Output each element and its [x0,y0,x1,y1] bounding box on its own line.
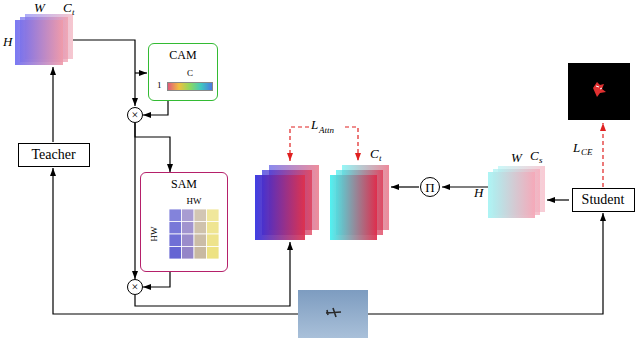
grid-cell [194,234,207,247]
attention-feature-map [255,165,319,240]
model-box: Teacher [18,143,90,167]
math-label: L [311,118,318,132]
mask-highlight [596,86,602,89]
mask-image [568,63,630,120]
loss-markers [290,123,603,187]
feature-layer [330,175,377,240]
teacher-feature-map [15,14,73,65]
subscript-label: t [72,8,75,18]
feature-layer [15,20,63,65]
math-label: L [573,141,580,155]
grid-cell [169,222,182,235]
connector [143,101,168,115]
grid-cell [194,209,207,222]
wire [53,168,298,314]
module-name: CAM [169,49,196,62]
grid-cell [169,234,182,247]
model-box: Student [572,188,635,212]
math-label: C [63,1,72,15]
airplane [326,308,341,317]
feature-layer [488,172,535,218]
connector [143,272,170,287]
model-name: Student [582,192,625,207]
grid-cell [194,222,207,235]
projection-circle: Π [420,177,440,197]
attention-module-box: CAM 1 C [148,43,218,101]
model-name: Teacher [31,147,75,162]
segmentation-mask [568,63,630,120]
connector [134,123,135,279]
wire [391,186,419,187]
math-label: W [34,1,45,15]
wires [53,40,603,314]
dimension-label: HW [150,227,160,242]
grid-cell [182,247,195,260]
multiply-circle: × [127,279,143,295]
grid-cell [207,234,220,247]
feature-layer [255,175,305,240]
grid-cell [169,247,182,260]
grid-cell [169,209,182,222]
grid-cell [207,209,220,222]
color-bar [167,82,213,91]
grid-cell [182,209,195,222]
wire [135,72,147,73]
loss-bracket [290,127,309,161]
loss-bracket [345,127,358,161]
grid-cell [207,247,220,260]
multiply-circle: × [127,107,143,123]
grid-cell [182,234,195,247]
math-label: C [370,147,379,161]
math-label: W [511,151,522,165]
attention-module-box: SAM HW HW [140,172,228,272]
input-image [298,290,368,338]
attention-grid [169,209,219,259]
operator-symbol: × [132,281,139,293]
subscript-label: t [379,154,382,164]
dimension-label: C [187,69,193,79]
subscript-label: CE [581,148,593,158]
connector [135,123,170,172]
subscript-label: s [539,156,543,166]
projected-feature-map [330,165,389,240]
wire [547,199,569,200]
wire [52,67,53,142]
sky-photo [298,290,368,338]
math-label: H [474,186,483,200]
operator-symbol: × [132,109,139,121]
operator-symbol: Π [425,181,434,194]
student-feature-map [488,166,545,218]
dimension-label: HW [187,197,202,207]
wire [73,40,135,106]
grid-cell [182,222,195,235]
grid-cell [207,222,220,235]
module-name: SAM [171,178,197,191]
wire [368,213,603,314]
math-label: C [530,149,539,163]
loss-arrow [602,123,603,187]
subscript-label: Attn [319,126,334,136]
dimension-label: 1 [157,81,162,91]
grid-cell [194,247,207,260]
mask-blob [593,82,606,97]
math-label: H [3,35,12,49]
